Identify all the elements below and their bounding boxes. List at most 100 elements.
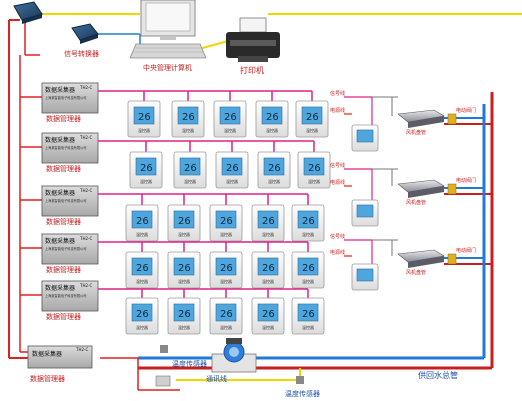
signal-converter-label: 信号转换器 <box>64 49 99 58</box>
temp-sensor-2-label: 温度传感器 <box>285 389 320 398</box>
network-converter-1 <box>13 1 43 24</box>
thermostat-temperature: 26 <box>138 112 151 123</box>
data-collector-subtitle: 上海某智能电子科技有限公司 <box>45 145 86 150</box>
thermostat-temperature: 26 <box>262 263 275 274</box>
thermostat-caption: 温控器 <box>136 278 148 284</box>
thermostat-temperature: 26 <box>182 112 195 123</box>
thermostat-screen <box>215 210 237 229</box>
fcu-signal-line-label: 信号线 <box>330 233 345 240</box>
data-collector-model: TH2-C <box>79 135 92 140</box>
thermostat-screen <box>261 106 283 125</box>
thermostat-caption: 温控器 <box>136 231 148 237</box>
thermostat-caption: 温控器 <box>306 127 318 133</box>
fcu-power-line-label: 电源线 <box>330 249 345 256</box>
bottom-data-manager: 数据采集器 TH2-C <box>27 345 93 369</box>
thermostat: 26 温控器 <box>125 204 159 242</box>
temp-sensor-2-icon <box>296 376 304 384</box>
data-collector-model: TH2-C <box>79 283 92 288</box>
fan-coil-body <box>397 109 445 128</box>
thermostat-temperature: 26 <box>226 163 239 174</box>
data-collector-model: TH2-C <box>79 188 92 193</box>
thermostat-screen <box>297 257 319 276</box>
data-collector-box <box>41 185 99 217</box>
bottom-data-manager-label: 数据管理器 <box>30 374 65 383</box>
thermostat-caption: 温控器 <box>138 127 150 133</box>
thermostat: 26 温控器 <box>167 297 201 335</box>
data-manager-label: 数据管理器 <box>46 217 81 226</box>
thermostat-screen <box>179 157 201 176</box>
thermostat-screen <box>297 303 319 322</box>
thermostat-caption: 温控器 <box>308 178 320 184</box>
fcu-label: 风机盘管 <box>406 269 426 276</box>
main-bus-lines <box>8 14 40 359</box>
thermostat: 26 温控器 <box>255 100 289 138</box>
data-collector-model: TH2-C <box>79 85 92 90</box>
thermostat-temperature: 26 <box>266 112 279 123</box>
valve-label: 电动阀门 <box>456 107 476 114</box>
data-collector-subtitle: 上海某智能电子科技有限公司 <box>45 198 86 203</box>
thermostat-temperature: 26 <box>220 263 233 274</box>
electric-valve-icon <box>447 113 457 125</box>
data-manager-label: 数据管理器 <box>46 265 81 274</box>
thermostat-caption: 温控器 <box>262 278 274 284</box>
central-computer <box>129 0 207 59</box>
thermostat-screen <box>131 303 153 322</box>
fcu-signal-line-label: 信号线 <box>330 162 345 169</box>
bottom-controller-model: TH2-C <box>75 347 88 352</box>
thermostat-temperature: 26 <box>136 263 149 274</box>
central-pc-label: 中央管理计算机 <box>143 63 192 72</box>
data-collector-subtitle: 上海某智能电子科技有限公司 <box>45 246 86 251</box>
thermostat-caption: 温控器 <box>266 127 278 133</box>
thermostat: 26 温控器 <box>251 251 285 289</box>
thermostat-screen <box>257 257 279 276</box>
thermostat-screen <box>301 106 323 125</box>
thermostat-caption: 温控器 <box>178 324 190 330</box>
fan-coil-body <box>397 249 445 268</box>
fcu-thermostat <box>351 263 379 291</box>
thermostat-temperature: 26 <box>268 163 281 174</box>
data-collector-box <box>41 132 99 164</box>
fcu-thermostat-screen <box>356 268 374 282</box>
data-manager-label: 数据管理器 <box>46 164 81 173</box>
thermostat-temperature: 26 <box>302 309 315 320</box>
thermostat-caption: 温控器 <box>220 231 232 237</box>
thermostat-temperature: 26 <box>178 309 191 320</box>
thermostat-caption: 温控器 <box>182 127 194 133</box>
thermostat-temperature: 26 <box>306 112 319 123</box>
thermostat-temperature: 26 <box>302 216 315 227</box>
fcu-thermostat <box>351 199 379 227</box>
thermostat-screen <box>257 303 279 322</box>
fan-coil-units: 信号线电源线风机盘管电动阀门信号线电源线风机盘管电动阀门信号线电源线风机盘管电动… <box>330 90 492 291</box>
thermostat-caption: 温控器 <box>178 231 190 237</box>
comm-line-label: 通讯线 <box>206 374 227 383</box>
thermostat-temperature: 26 <box>262 216 275 227</box>
thermostat-caption: 温控器 <box>302 231 314 237</box>
printer-label: 打印机 <box>240 65 264 75</box>
temp-sensor-1-label: 温度传感器 <box>172 359 207 368</box>
thermostat-temperature: 26 <box>136 216 149 227</box>
thermostat: 26 温控器 <box>171 100 205 138</box>
data-collector-box <box>41 233 99 265</box>
thermostat-screen <box>263 157 285 176</box>
supply-return-pipes <box>100 92 494 391</box>
electric-valve-icon <box>447 183 457 195</box>
data-manager-label: 数据管理器 <box>46 312 81 321</box>
thermostat-screen <box>215 257 237 276</box>
thermostat-caption: 温控器 <box>302 324 314 330</box>
